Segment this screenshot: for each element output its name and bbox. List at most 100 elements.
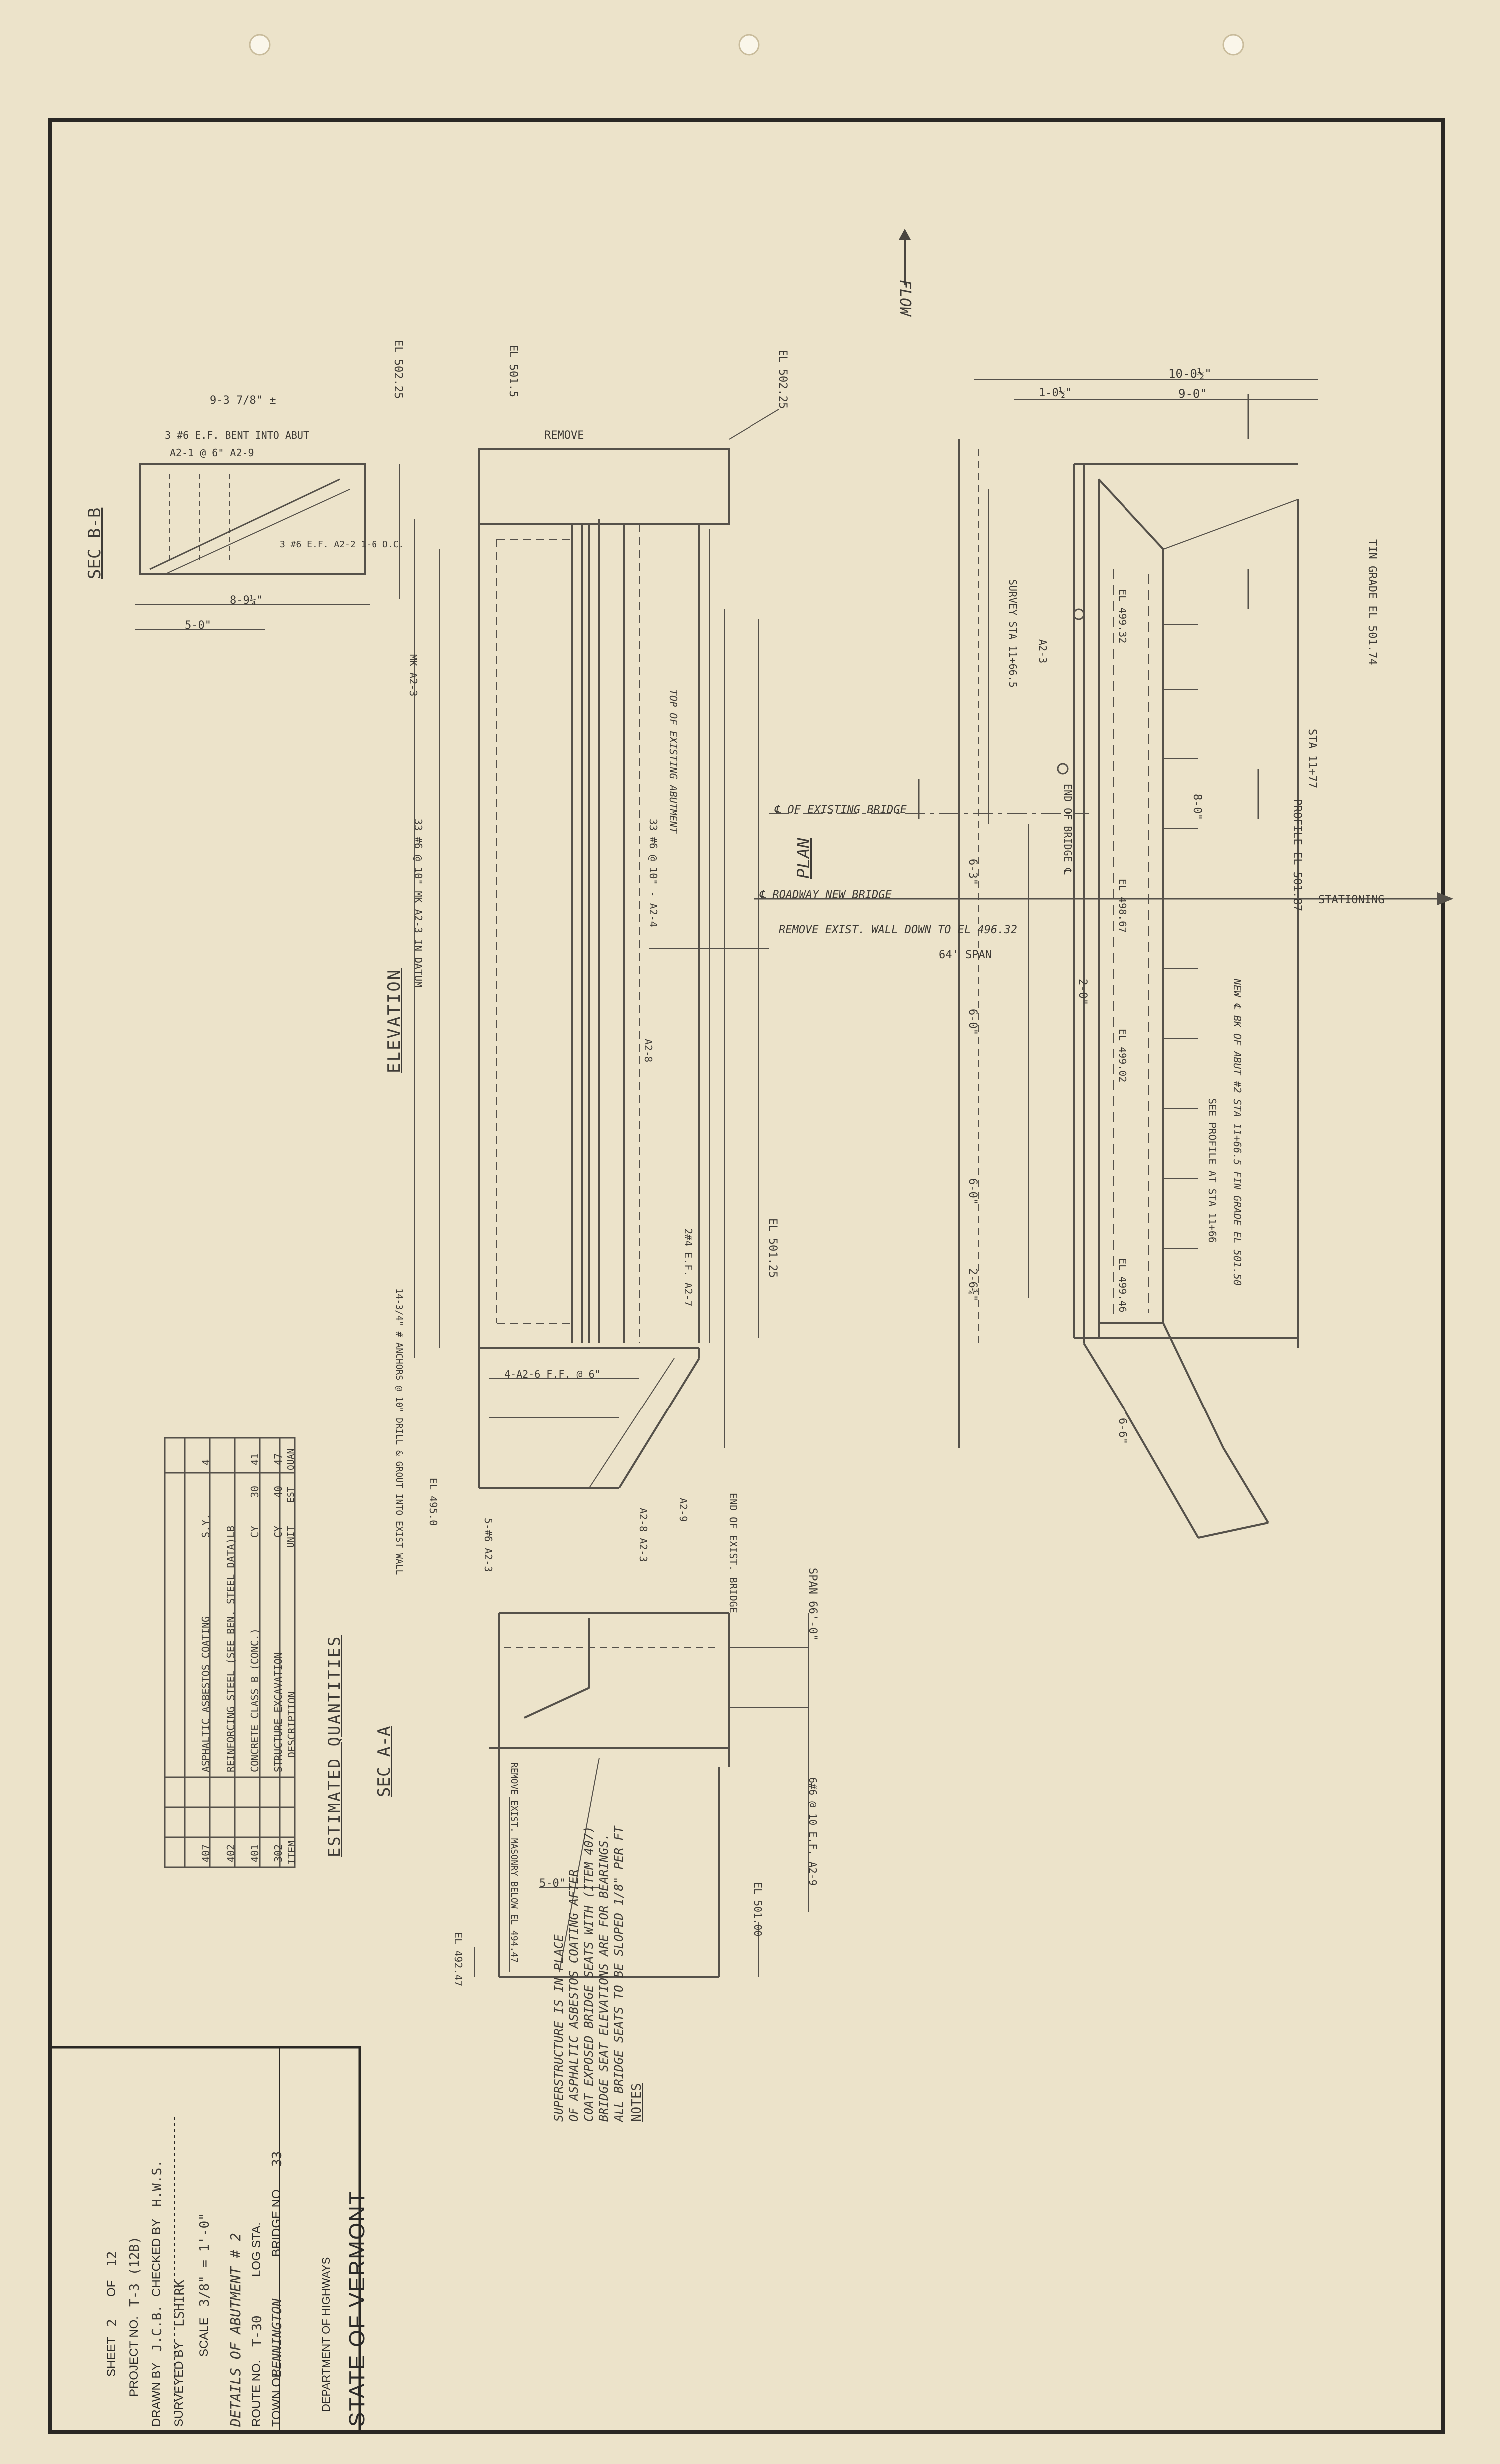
quantities-title: ESTIMATED QUANTITIES [325, 1635, 344, 1857]
notes-line: BRIDGE SEAT ELEVATIONS ARE FOR BEARINGS. [597, 1833, 611, 2122]
dimension: 8-9¼" [230, 594, 263, 607]
view-title-elevation: ELEVATION [384, 968, 404, 1073]
table-cell: CY [249, 1525, 261, 1538]
dimension: 6-0" [966, 1009, 979, 1035]
elev-label: 2#4 E.F. A2-7 [682, 1228, 694, 1307]
table-cell: 4 [200, 1459, 212, 1465]
table-cell: 47 [272, 1453, 284, 1465]
secaa-label: REMOVE EXIST. MASONRY BELOW EL 494.47 [509, 1762, 519, 1963]
notes-line: ALL BRIDGE SEATS TO BE SLOPED 1/8" PER F… [612, 1826, 626, 2122]
stationing-label: STATIONING [1318, 894, 1385, 906]
sec-bb-view [135, 463, 400, 630]
plan-label: TIN GRADE EL 501.74 [1366, 539, 1378, 665]
table-cell: STRUCTURE EXCAVATION [272, 1652, 284, 1772]
plan-label: SEE PROFILE AT STA 11+66 [1206, 1098, 1218, 1243]
project-value: T-3 (12B) [127, 2236, 142, 2307]
elev-label: A2-8 [642, 1039, 654, 1063]
table-cell: 30 [249, 1485, 261, 1498]
plan-label: 64' SPAN [939, 949, 992, 961]
elevation-mark: EL 502.25 [776, 350, 789, 409]
elev-label: 4-A2-6 F.F. @ 6" [504, 1368, 601, 1380]
elevation-mark: EL 492.47 [452, 1932, 464, 1987]
plan-label: PROFILE EL 501.87 [1291, 799, 1303, 912]
elevation-mark: EL 502.25 [392, 340, 404, 399]
elevation-mark: EL 498.67 [1117, 879, 1128, 933]
elev-label: REMOVE EXIST. WALL DOWN TO EL 496.32 [779, 924, 1017, 936]
route-label: ROUTE NO. [250, 2360, 263, 2427]
of-label: OF [105, 2280, 118, 2297]
dimension: 6-0" [966, 1178, 979, 1205]
table-cell: 302 [272, 1844, 284, 1862]
plan-label: ℄ ROADWAY NEW BRIDGE [759, 889, 892, 901]
title-department: DEPARTMENT OF HIGHWAYS [320, 2257, 332, 2412]
quantities-header: QUAN [286, 1448, 296, 1470]
plan-label: SURVEY STA 11+66.5 [1007, 579, 1019, 688]
bridge-label: BRIDGE NO. [270, 2186, 283, 2257]
town-label: TOWN OF [270, 2370, 283, 2427]
scale-label: SCALE [197, 2317, 211, 2357]
dimension: 6-6" [1116, 1418, 1128, 1444]
checked-label: CHECKED BY [150, 2218, 163, 2297]
sheet-total: 12 [105, 2251, 120, 2267]
details-line: DETAILS OF ABUTMENT # 2 [227, 2233, 244, 2427]
view-title-plan: PLAN [794, 838, 814, 879]
drawn-label: DRAWN BY [150, 2362, 163, 2427]
elevation-mark: EL 501.00 [752, 1882, 764, 1937]
project-label: PROJECT NO. [127, 2316, 141, 2397]
plan-label: NEW ℄ BK OF ABUT #2 STA 11+66.5 FIN GRAD… [1231, 979, 1243, 1286]
elevation-mark: EL 499.02 [1117, 1029, 1128, 1083]
dimension: 5-0" [539, 1877, 566, 1890]
secbb-label: A2-1 @ 6" A2-9 [170, 447, 254, 459]
secbb-label: 3 #6 E.F. BENT INTO ABUT [165, 429, 309, 441]
elevation-mark: EL 499.46 [1117, 1258, 1128, 1313]
dimension: 10-0½" [1168, 367, 1212, 381]
quantities-header: UNIT [286, 1526, 296, 1548]
secaa-label: SPAN 66'-0" [806, 1568, 819, 1641]
table-cell: 402 [225, 1844, 237, 1862]
surveyed-value: LSHIRK [172, 2280, 187, 2327]
quantities-header: EST [286, 1486, 296, 1503]
dimension: 9-0" [1178, 387, 1207, 401]
table-cell: 407 [200, 1844, 212, 1862]
notes-line: COAT EXPOSED BRIDGE SEATS WITH (ITEM 407… [582, 1826, 596, 2122]
scale-value: 3/8" = 1'-0" [197, 2213, 212, 2307]
title-block [48, 2046, 361, 2433]
bar-mark: 5-#6 A2-3 [482, 1518, 494, 1572]
dimension: 6-3" [966, 859, 979, 885]
table-cell: 41 [249, 1453, 261, 1465]
binding-hole [1222, 34, 1244, 56]
bridge-value: 33 [270, 2151, 285, 2167]
title-state: STATE OF VERMONT [345, 2190, 369, 2427]
quantities-table [164, 1437, 296, 1868]
table-cell: S.Y. [200, 1513, 212, 1538]
secaa-label: END OF EXIST. BRIDGE [727, 1493, 739, 1613]
plan-view [754, 379, 1454, 1539]
dimension: 2-6¾" [966, 1268, 979, 1302]
bar-mark: 6#6 @ 10 E.F. A2-9 [807, 1777, 819, 1886]
secbb-label: 9-3 7/8" ± [210, 394, 276, 407]
elev-label: TOP OF EXISTING ABUTMENT [667, 689, 679, 833]
sheet-label: SHEET [105, 2336, 118, 2377]
drawn-value: J.C.B. [150, 2305, 165, 2352]
sec-aa-view [474, 1612, 809, 1978]
notes-line: OF ASPHALTIC ASBESTOS COATING AFTER [567, 1869, 581, 2122]
flow-label: FLOW [896, 280, 914, 316]
plan-label: END OF BRIDGE ℄ [1062, 784, 1074, 875]
notes-heading: NOTES [629, 2083, 644, 2122]
plan-label: STA 11+77 [1306, 729, 1318, 789]
elev-label: 14-3/4" # ANCHORS @ 10" DRILL & GROUT IN… [394, 1288, 404, 1575]
table-cell: 40 [272, 1485, 284, 1498]
town-value: BENNINGTON [270, 2298, 285, 2377]
sheet-no: 2 [105, 2319, 120, 2327]
elevation-mark: EL 495.0 [427, 1478, 439, 1526]
view-title-sec-aa: SEC A-A [375, 1726, 394, 1797]
table-cell: CONCRETE CLASS B (CONC.) [249, 1628, 261, 1772]
binding-hole [738, 34, 760, 56]
table-cell: REINFORCING STEEL (SEE BEN. STEEL DATA) [225, 1538, 237, 1772]
binding-hole [249, 34, 271, 56]
plan-label: ℄ OF EXISTING BRIDGE [774, 804, 907, 816]
elev-label: MK A2-3 [407, 654, 419, 697]
surveyed-label: SURVEYED BY [172, 2341, 186, 2427]
dimension: 1-0½" [1039, 387, 1072, 399]
